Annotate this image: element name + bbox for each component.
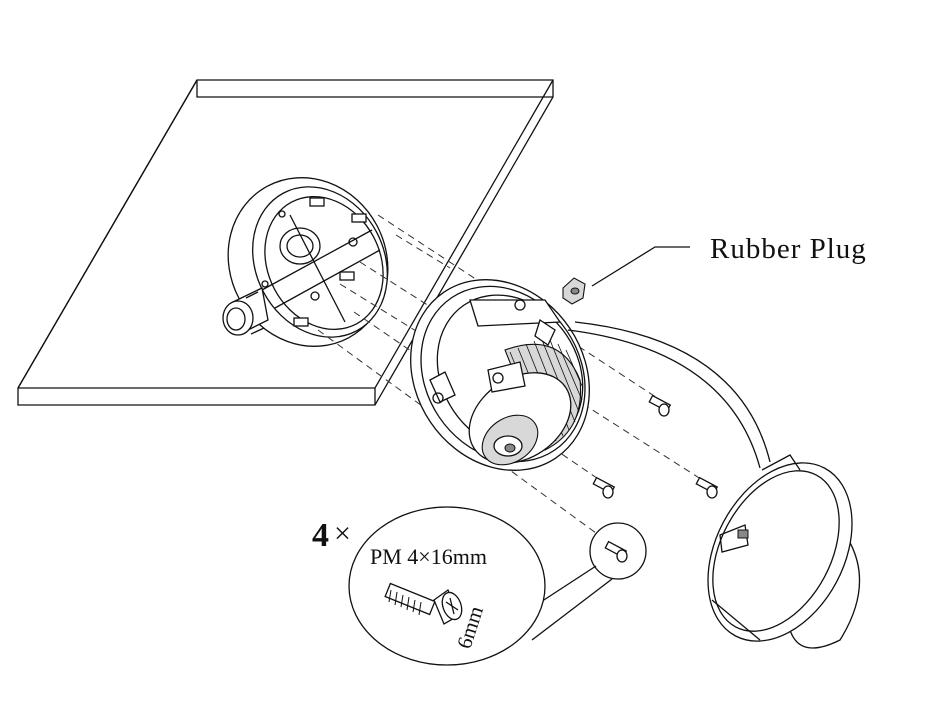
screw-detail-callout [348,506,546,666]
screw-spec-label: PM 4×16mm [370,544,487,569]
screw-middle [592,476,616,499]
rubber-plug [562,277,586,305]
junction-box [227,177,389,347]
rubber-plug-leader [591,246,690,287]
times-symbol: × [334,517,351,550]
cable-gland [222,287,269,336]
screw-upper-right [648,394,672,417]
safety-cable [567,321,771,469]
screw-lower-right [695,476,719,499]
screw-circled [589,522,647,580]
rubber-plug-label: Rubber Plug [710,233,867,265]
dome-cover [707,454,861,649]
screw-count: 4 [312,517,329,554]
camera-body [410,279,590,471]
